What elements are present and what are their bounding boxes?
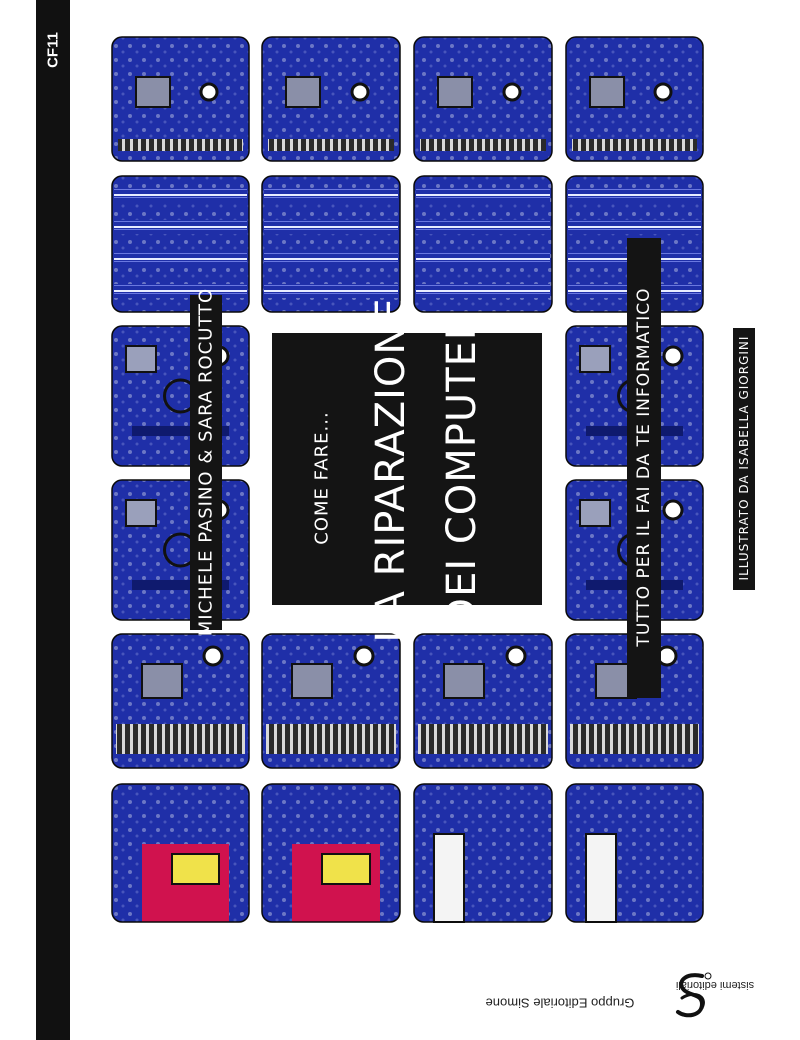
circuit-tile [413,783,553,923]
circuit-tile [261,36,401,162]
circuit-tile [413,175,553,313]
circuit-tile [111,633,250,769]
circuit-tile [261,175,401,313]
circuit-tile [111,36,250,162]
authors-band [190,295,222,630]
circuit-tile [413,633,553,769]
circuit-tile [111,175,250,313]
se-monogram-logo-icon [676,972,712,1018]
circuit-tile [565,36,704,162]
publisher-name: Gruppo Editoriale Simone [485,995,635,1011]
circuit-tile [261,633,401,769]
subtitle: TUTTO PER IL FAI DA TE INFORMATICO [634,287,654,647]
circuit-tile [111,783,250,923]
title-kicker: COME FARE... [311,411,333,545]
circuit-tile [565,783,704,923]
circuit-tile [413,36,553,162]
circuit-tile [111,479,250,621]
authors: MICHELE PASINO & SARA ROCUTTO [195,287,217,637]
illustrator-band [733,328,755,590]
illustrator-credit: ILLUSTRATO DA ISABELLA GIORGINI [737,335,751,581]
subtitle-band [627,238,661,698]
circuit-tile [261,783,401,923]
title-panel [272,333,542,605]
book-title-line-2: DEI COMPUTER [439,311,485,629]
circuit-tile [111,325,250,467]
circuit-tile [565,633,704,769]
book-spine [36,0,70,1040]
book-title-line-1: LA RIPARAZIONE [368,297,414,643]
